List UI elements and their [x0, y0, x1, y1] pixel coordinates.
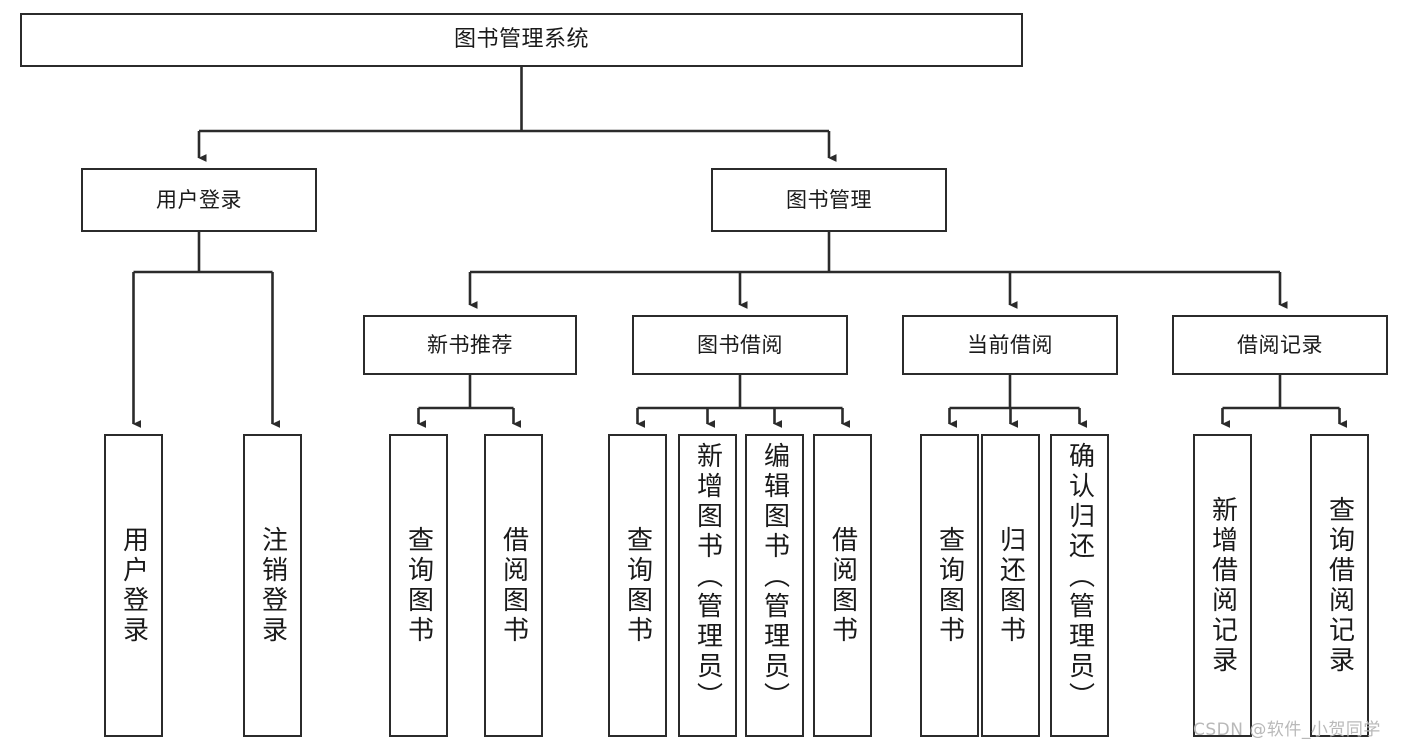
leaf-user-login-logout[interactable]: 注销登录 [243, 434, 302, 737]
node-label: 查询图书 [403, 525, 434, 646]
node-label: 图书管理 [786, 187, 872, 212]
node-label: 编辑图书（管理员） [759, 442, 790, 712]
leaf-current-return-book[interactable]: 归还图书 [981, 434, 1040, 737]
node-label: 借阅图书 [827, 525, 858, 646]
leaf-user-login-login[interactable]: 用户登录 [104, 434, 163, 737]
node-label: 新书推荐 [427, 332, 513, 357]
node-label: 新增图书（管理员） [692, 442, 723, 712]
node-label: 图书借阅 [697, 332, 783, 357]
node-borrow-record[interactable]: 借阅记录 [1172, 315, 1388, 375]
node-book-management[interactable]: 图书管理 [711, 168, 947, 232]
leaf-borrow-borrow-book[interactable]: 借阅图书 [813, 434, 872, 737]
node-label: 借阅记录 [1237, 332, 1323, 357]
node-root-system[interactable]: 图书管理系统 [20, 13, 1023, 67]
node-label: 图书管理系统 [453, 27, 589, 53]
csdn-watermark: CSDN @软件_小贺同学 [1193, 720, 1381, 740]
leaf-current-confirm-return-admin[interactable]: 确认归还（管理员） [1050, 434, 1109, 737]
leaf-borrow-query-book[interactable]: 查询图书 [608, 434, 667, 737]
node-label: 用户登录 [156, 187, 242, 212]
node-label: 查询借阅记录 [1324, 495, 1355, 676]
node-label: 当前借阅 [967, 332, 1053, 357]
leaf-borrow-edit-book-admin[interactable]: 编辑图书（管理员） [745, 434, 804, 737]
leaf-record-add-record[interactable]: 新增借阅记录 [1193, 434, 1252, 737]
node-label: 归还图书 [995, 525, 1026, 646]
node-label: 查询图书 [622, 525, 653, 646]
node-new-book-recommend[interactable]: 新书推荐 [363, 315, 577, 375]
node-current-borrow[interactable]: 当前借阅 [902, 315, 1118, 375]
node-label: 新增借阅记录 [1207, 495, 1238, 676]
leaf-new-book-borrow[interactable]: 借阅图书 [484, 434, 543, 737]
node-label: 借阅图书 [498, 525, 529, 646]
leaf-new-book-query[interactable]: 查询图书 [389, 434, 448, 737]
node-label: 用户登录 [118, 525, 149, 646]
node-label: 注销登录 [257, 525, 288, 646]
leaf-borrow-add-book-admin[interactable]: 新增图书（管理员） [678, 434, 737, 737]
node-label: 确认归还（管理员） [1064, 442, 1095, 712]
node-book-borrow[interactable]: 图书借阅 [632, 315, 848, 375]
node-user-login[interactable]: 用户登录 [81, 168, 317, 232]
node-label: 查询图书 [934, 525, 965, 646]
leaf-record-query-record[interactable]: 查询借阅记录 [1310, 434, 1369, 737]
leaf-current-query-book[interactable]: 查询图书 [920, 434, 979, 737]
